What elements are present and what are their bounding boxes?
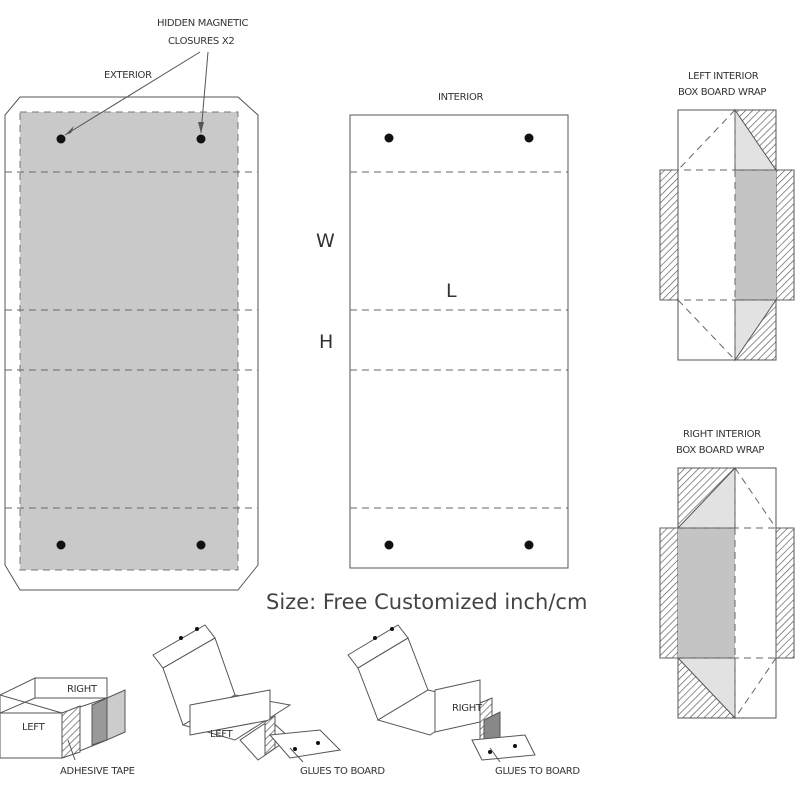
step1-caption: ADHESIVE TAPE — [60, 766, 135, 777]
magnet-dot — [56, 134, 66, 144]
exterior-label: EXTERIOR — [104, 70, 152, 81]
left-wrap-label-line2: BOX BOARD WRAP — [678, 87, 766, 98]
magnet-dot — [196, 540, 206, 550]
assembly-step-1 — [0, 677, 126, 761]
left-wrap-label-line1: LEFT INTERIOR — [688, 71, 759, 82]
interior-label: INTERIOR — [438, 92, 484, 103]
right-wrap-label-line2: BOX BOARD WRAP — [676, 445, 764, 456]
closures-callout: HIDDEN MAGNETIC CLOSURES X2 — [64, 18, 249, 136]
magnet-dot — [56, 540, 66, 550]
step1-right-label: RIGHT — [67, 684, 98, 695]
magnet-dot — [524, 540, 534, 550]
magnet-dot — [524, 133, 534, 143]
dimension-l: L — [446, 280, 457, 302]
magnet-dot — [384, 133, 394, 143]
step2-left-label: LEFT — [210, 729, 234, 740]
step1-left-label: LEFT — [22, 722, 46, 733]
assembly-step-3 — [347, 624, 536, 763]
magnet-dot — [384, 540, 394, 550]
assembly-step-2 — [152, 624, 342, 763]
left-wrap-diagram — [659, 108, 795, 362]
size-note: Size: Free Customized inch/cm — [266, 590, 587, 614]
step3-right-label: RIGHT — [452, 703, 483, 714]
right-wrap-diagram — [659, 466, 795, 720]
right-wrap-label-line1: RIGHT INTERIOR — [683, 429, 761, 440]
magnet-dot — [196, 134, 206, 144]
dimension-w: W — [316, 230, 335, 252]
closures-label-line1: HIDDEN MAGNETIC — [157, 18, 249, 29]
step3-caption: GLUES TO BOARD — [495, 766, 580, 777]
exterior-panel — [4, 96, 259, 591]
closures-label-line2: CLOSURES X2 — [168, 36, 234, 47]
step2-caption: GLUES TO BOARD — [300, 766, 385, 777]
dimension-h: H — [319, 331, 333, 353]
interior-panel — [349, 114, 569, 569]
